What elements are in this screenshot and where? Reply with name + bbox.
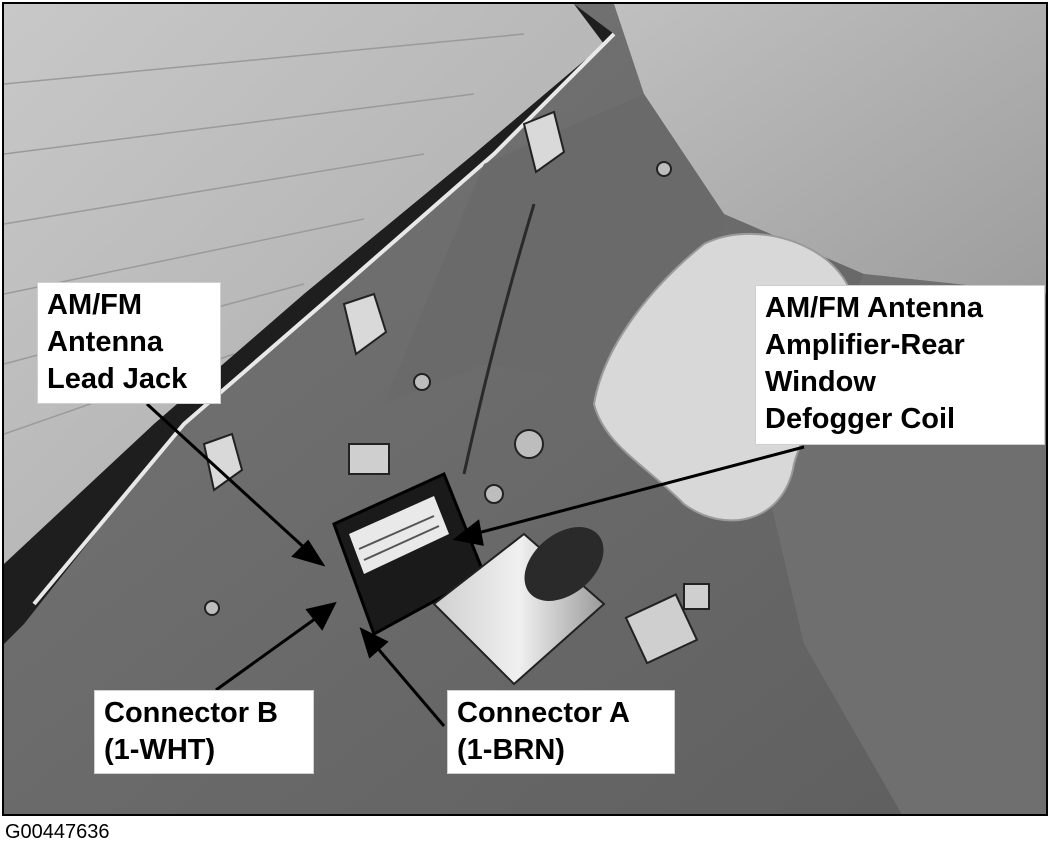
- bolts: [204, 161, 672, 616]
- callout-line: Defogger Coil: [765, 403, 956, 435]
- callout-connector-b: Connector B (1-WHT): [94, 690, 314, 774]
- callout-line: Antenna: [47, 326, 163, 358]
- headliner: [614, 4, 1046, 294]
- callout-line: Amplifier-Rear: [765, 329, 965, 361]
- callout-line: (1-WHT): [104, 734, 216, 766]
- callout-connector-a: Connector A (1-BRN): [447, 690, 675, 774]
- canister: [432, 527, 606, 686]
- callout-arrows: [145, 402, 805, 727]
- callout-line: Window: [765, 366, 876, 398]
- callout-line: AM/FM: [47, 289, 143, 321]
- callout-amplifier: AM/FM Antenna Amplifier-Rear Window Defo…: [755, 285, 1045, 445]
- callout-line: AM/FM Antenna: [765, 292, 984, 324]
- callout-line: Connector A: [457, 697, 630, 729]
- figure-id: G00447636: [5, 821, 110, 843]
- callout-line: Connector B: [104, 697, 278, 729]
- callout-line: Lead Jack: [47, 363, 188, 395]
- callout-lead-jack: AM/FM Antenna Lead Jack: [37, 282, 221, 404]
- seal-edge: [32, 32, 616, 606]
- photo-frame: AM/FM Antenna Lead Jack AM/FM Antenna Am…: [2, 2, 1048, 816]
- wire: [462, 203, 536, 475]
- callout-line: (1-BRN): [457, 734, 565, 766]
- window-clips: [202, 110, 566, 492]
- connector-hardware: [624, 583, 710, 665]
